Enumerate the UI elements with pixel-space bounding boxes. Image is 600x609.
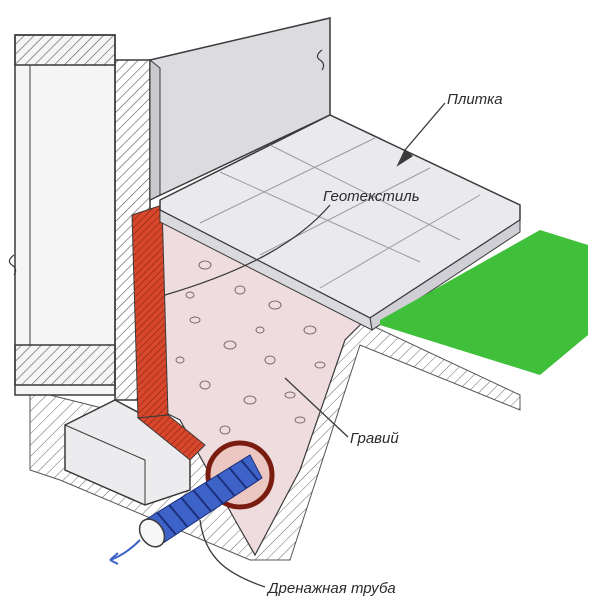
lawn [380, 230, 588, 375]
leader-tile [404, 102, 446, 151]
leader-geotextile [164, 204, 331, 296]
label-tile: Плитка [447, 91, 503, 108]
basement-wall [14, 34, 151, 401]
label-drain-pipe: Дренажная труба [268, 580, 396, 597]
break-marks [8, 49, 325, 276]
tile-paving [159, 114, 521, 331]
drain-pipe [109, 440, 275, 565]
leader-lines [164, 102, 446, 588]
leader-tile-arrow [396, 148, 414, 167]
label-gravel: Гравий [350, 430, 399, 447]
leader-drain-pipe [199, 519, 266, 588]
geotextile-membrane [131, 204, 206, 461]
label-geotextile: Геотекстиль [323, 188, 420, 205]
leader-gravel [284, 377, 349, 438]
